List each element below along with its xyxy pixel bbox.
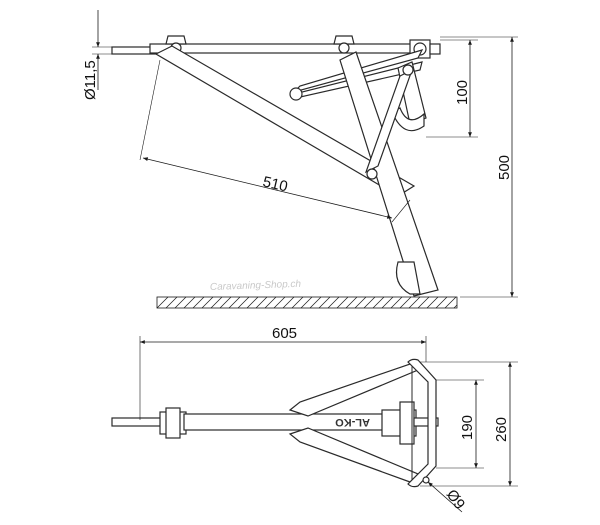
dim-rod-diameter: Ø11,5 [82,10,112,100]
top-view-clamp-left [159,407,187,439]
dim-label-base-length: 605 [272,325,297,342]
hatch-line [219,296,232,309]
hatch-line [453,304,458,309]
mounting-hole [422,476,430,484]
hatch-line [228,296,241,309]
hatch-line [192,296,205,309]
top-pivot [402,64,414,76]
hatch-line [156,296,169,309]
hatch-line [417,296,430,309]
hatch-line [444,296,457,309]
dim-label-rod-diameter: Ø11,5 [82,60,99,100]
hatch-line [255,296,268,309]
hatch-line [381,296,394,309]
hatch-line [408,296,421,309]
hatch-line [336,296,349,309]
side-view: Caravaning-Shop.ch Ø11,5 100 500 [82,10,518,309]
hatch-line [363,296,376,309]
hatch-line [183,296,196,309]
dim-arm-length: 510 [139,59,411,223]
hatch-line [399,296,412,309]
hatch-line [390,296,403,309]
hatch-line [246,296,259,309]
rail-clamp-middle [333,35,355,54]
hatch-line [318,296,331,309]
hatch-line [201,296,214,309]
hatch-line [372,296,385,309]
dim-height-small: 100 [426,39,478,138]
dim-label-bracket-inner: 190 [459,415,476,440]
hatch-line [354,296,367,309]
hatch-line [309,296,322,309]
leg-cradle [391,107,425,132]
hatch-line [300,296,313,309]
hatch-line [273,296,286,309]
dim-bracket-inner: 190 [436,379,484,469]
brand-marking: AL-KO [335,416,370,428]
dim-label-height-total: 500 [496,155,513,180]
hatch-line [210,296,223,309]
top-view: AL-KO 605 190 260 [111,325,518,513]
hatch-line [165,296,178,309]
hatch-line [345,296,358,309]
hatch-line [426,296,439,309]
dim-label-bracket-outer: 260 [493,417,510,442]
dim-label-hole-diameter: Ø9 [443,487,468,513]
leg-foot [395,261,421,295]
dim-label-height-small: 100 [454,80,471,105]
dim-hole-diameter: Ø9 [422,476,468,513]
hatch-line [174,296,187,309]
frame-arm-upper [288,363,420,417]
dim-bracket-outer: 260 [420,361,518,487]
hatch-line [282,296,295,309]
watermark: Caravaning-Shop.ch [210,279,302,293]
top-rail [149,43,431,54]
frame-outer [407,358,437,488]
ground-hatch [156,296,458,309]
hatch-line [291,296,304,309]
dim-height-total: 500 [440,36,518,298]
top-view-beam [183,413,411,431]
hatch-line [327,296,340,309]
hatch-line [264,296,277,309]
top-view-pin [413,417,439,427]
hatch-line [237,296,250,309]
hatch-line [435,296,448,309]
dim-base-length: 605 [139,325,427,420]
support-leg [339,51,439,297]
strut-pivot [366,168,378,180]
link-pivot [289,87,303,101]
dim-label-arm-length: 510 [261,173,289,195]
